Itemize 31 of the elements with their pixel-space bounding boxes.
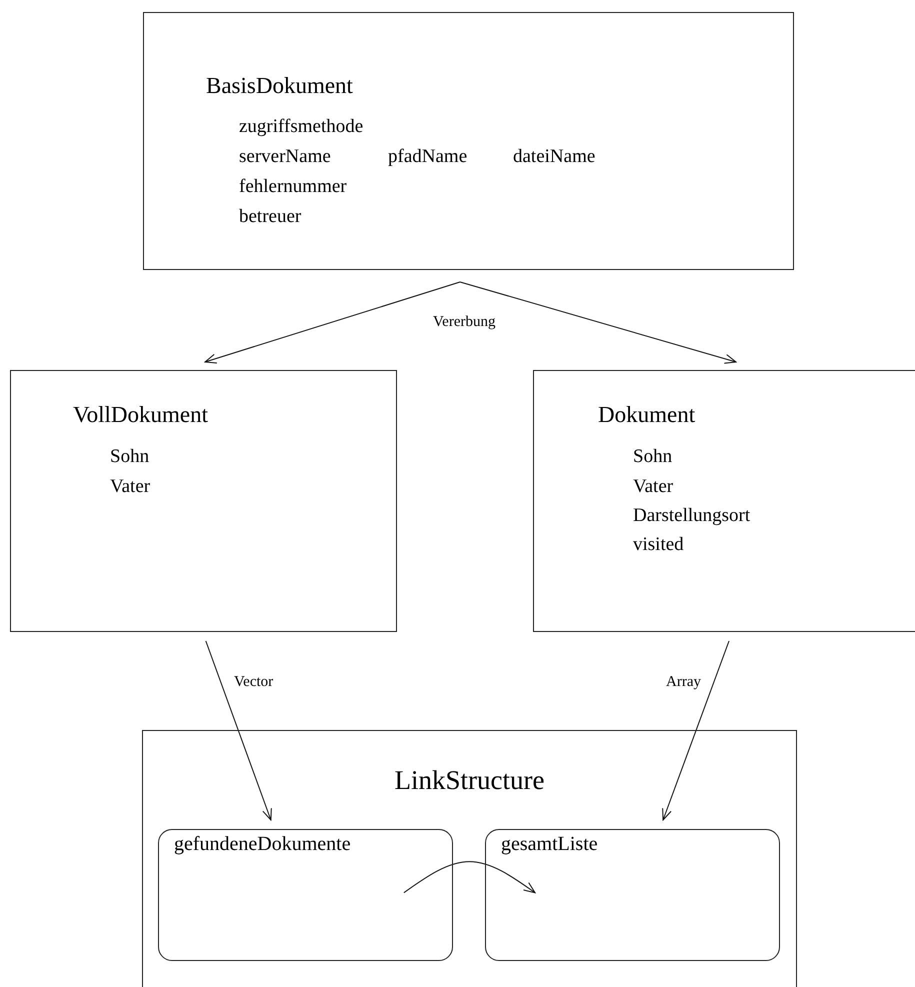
class-name: gesamtListe [501,833,598,856]
attribute-name: zugriffsmethode [239,116,364,138]
class-box [143,12,794,270]
class-name: Dokument [598,402,696,428]
class-name: VollDokument [73,402,208,428]
attribute-name: Darstellungsort [633,505,750,527]
class-name: LinkStructure [394,765,544,796]
class-box [533,370,915,632]
attribute-name: Vater [110,476,150,498]
container-box [158,829,453,961]
attribute-name: serverName [239,146,331,168]
container-box [485,829,780,961]
class-box [142,730,797,987]
attribute-name: pfadName [388,146,468,168]
relation-label: Vererbung [431,314,498,330]
arrow [204,282,461,364]
class-name: gefundeneDokumente [174,833,351,856]
attribute-name: Sohn [633,446,672,468]
class-name: BasisDokument [206,73,353,100]
class-box [10,370,397,632]
attribute-name: fehlernummer [239,176,347,198]
attribute-name: visited [633,534,684,556]
arrow [205,640,272,820]
attribute-name: dateiName [513,146,596,168]
edge-label: Array [664,674,703,690]
attribute-name: betreuer [239,206,302,228]
arrow [403,861,536,894]
attribute-name: Vater [633,476,674,498]
arrow [460,282,736,364]
attribute-name: Sohn [110,446,150,468]
arrow [662,640,730,820]
